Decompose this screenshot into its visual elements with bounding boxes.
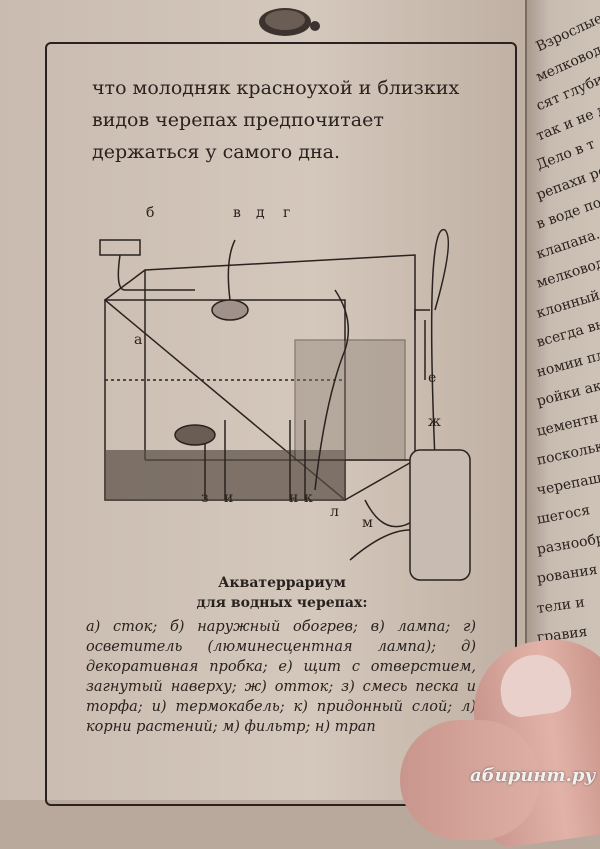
caption-title-line1: Акватеррариум	[218, 575, 346, 591]
label-b: б	[146, 205, 155, 221]
right-page-line: тели и	[535, 593, 586, 617]
turtle-illustration	[259, 8, 320, 36]
right-page-line: шегося	[535, 502, 592, 528]
aquaterrarium-diagram	[99, 228, 471, 581]
label-n: н	[289, 490, 299, 506]
label-v: в	[233, 205, 241, 221]
right-page-line: разнообр	[535, 530, 600, 558]
label-zh: ж	[428, 414, 441, 430]
caption-title-line2: для водных черепах:	[196, 595, 368, 611]
label-l: л	[330, 504, 339, 520]
right-page-line: ройки ак	[535, 377, 600, 410]
figure-caption: Акватеррариум для водных черепах:	[92, 573, 472, 613]
label-i: и	[224, 490, 234, 506]
left-page: что молодняк красноухой и близких видов …	[0, 0, 525, 806]
right-page-line: поскольк	[535, 438, 600, 469]
right-page-line: черепаш	[535, 469, 600, 499]
right-page-line: рования	[535, 561, 599, 587]
right-page-line: номии пл	[534, 346, 600, 381]
label-a: а	[134, 332, 143, 348]
right-page-line: всегда вы	[534, 315, 600, 351]
label-e: е	[428, 370, 437, 386]
watermark: абиринт.ру	[470, 765, 596, 786]
label-g: г	[283, 205, 291, 221]
right-page-line: цементн	[535, 409, 600, 440]
label-k: к	[304, 490, 313, 506]
figure-legend: а) сток; б) наружный обогрев; в) лампа; …	[86, 617, 476, 737]
intro-paragraph: что молодняк красноухой и близких видов …	[92, 77, 460, 163]
label-d: д	[256, 205, 265, 221]
legend-text: а) сток; б) наружный обогрев; в) лампа; …	[86, 619, 476, 735]
label-z: з	[201, 490, 209, 506]
label-m: м	[362, 515, 373, 531]
